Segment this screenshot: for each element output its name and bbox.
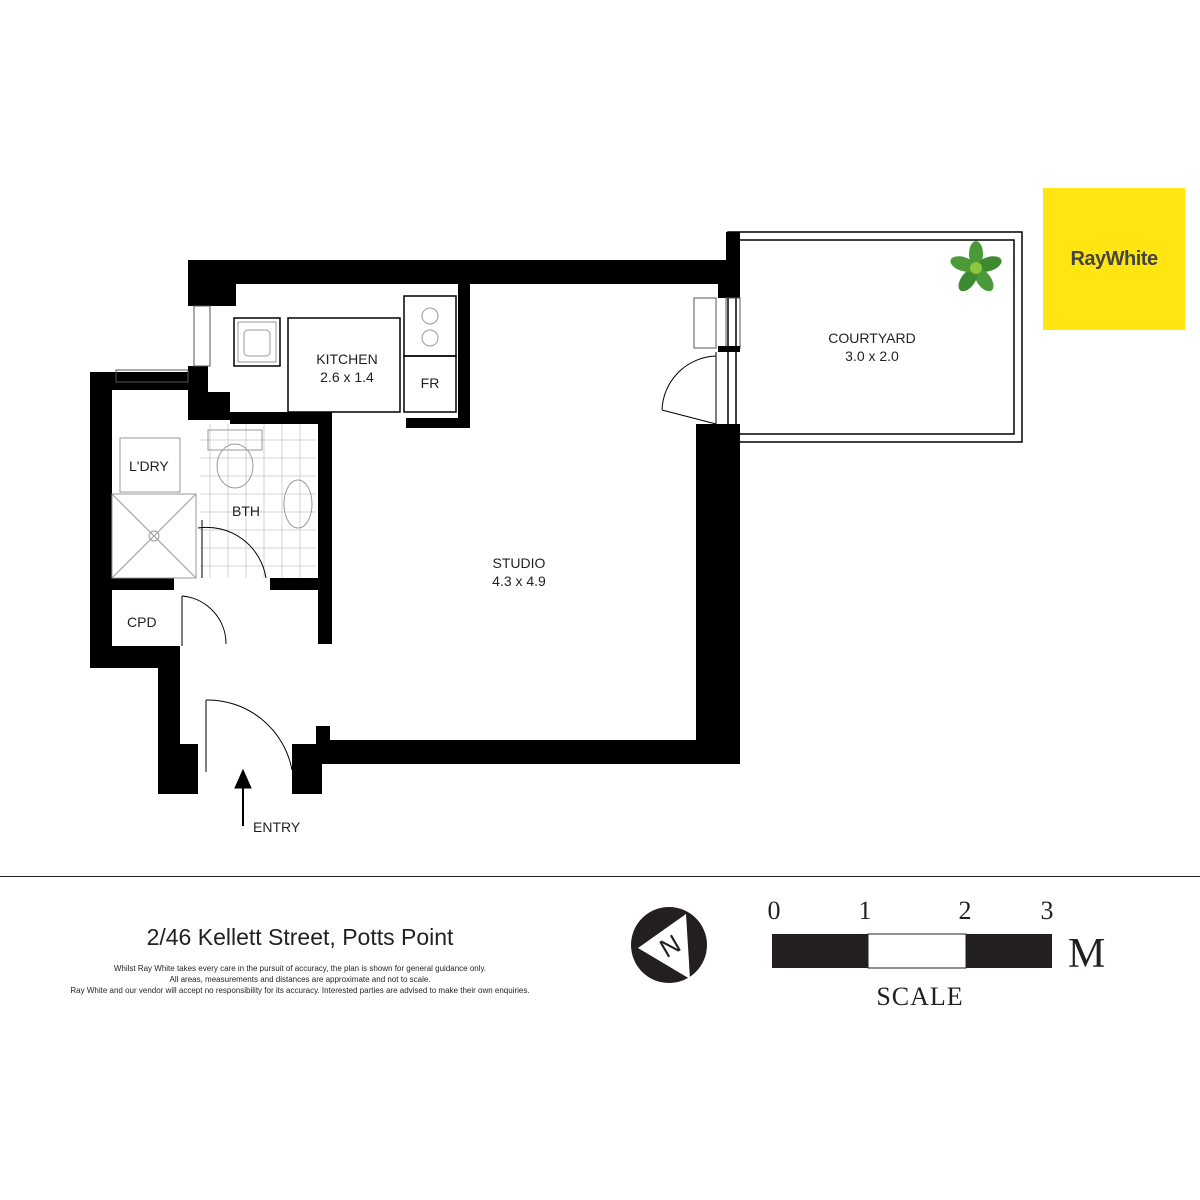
room-name: BTH (232, 503, 260, 519)
toilet-icon (216, 443, 254, 489)
room-name: L'DRY (129, 458, 169, 474)
entry-arrow-icon (234, 768, 252, 826)
room-label-courtyard: COURTYARD 3.0 x 2.0 (812, 329, 932, 365)
footer-divider (0, 876, 1200, 877)
room-dims: 2.6 x 1.4 (320, 369, 374, 385)
room-name: STUDIO (492, 555, 546, 571)
door-jamb (718, 346, 740, 352)
toilet-cistern-icon (207, 429, 263, 451)
plant-icon (950, 241, 1002, 292)
room-label-kitchen: KITCHEN 2.6 x 1.4 (302, 350, 392, 386)
room-label-fridge: FR (404, 374, 456, 392)
doors (181, 352, 717, 772)
compass: N (631, 907, 707, 983)
room-dims: 4.3 x 4.9 (492, 573, 546, 589)
interior-partitions (233, 295, 457, 413)
room-label-studio: STUDIO 4.3 x 4.9 (469, 554, 569, 590)
disclaimer-line-3: Ray White and our vendor will accept no … (70, 986, 530, 995)
room-name: FR (420, 375, 440, 391)
cooktop-icon (421, 307, 439, 325)
room-name: KITCHEN (316, 351, 378, 367)
property-address: 2/46 Kellett Street, Potts Point (146, 924, 454, 950)
scale-tick-2: 2 (958, 896, 972, 925)
room-label-bathroom: BTH (232, 502, 260, 520)
windows (115, 297, 741, 383)
scale-tick-0: 0 (767, 896, 781, 925)
scale-tick-3: 3 (1040, 896, 1054, 925)
north-arrow-icon (638, 914, 690, 979)
bathroom-tiles (200, 424, 316, 578)
room-dims: 3.0 x 2.0 (845, 348, 899, 364)
scale-tick-1: 1 (858, 896, 872, 925)
courtyard-outline (727, 231, 1023, 443)
courtyard-wall-left (726, 232, 740, 292)
entry-label: ENTRY (253, 819, 301, 835)
room-name: COURTYARD (828, 330, 916, 346)
laundry-tub-icon (119, 437, 181, 493)
shower-icon (111, 493, 197, 579)
kitchen-sink-icon (237, 321, 277, 363)
raywhite-logo: RayWhite (1043, 188, 1185, 330)
disclaimer-line-1: Whilst Ray White takes every care in the… (113, 964, 487, 973)
scale-bar (772, 933, 1052, 969)
exterior-walls (90, 260, 740, 794)
room-label-cupboard: CPD (127, 613, 157, 631)
basin-icon (283, 479, 313, 529)
logo-wordmark: RayWhite (1070, 248, 1158, 270)
room-label-laundry: L'DRY (129, 457, 169, 475)
scale-unit: M (1068, 931, 1106, 977)
fixtures (111, 307, 439, 579)
scale-title: SCALE (876, 982, 964, 1011)
room-name: CPD (127, 614, 157, 630)
disclaimer-line-2: All areas, measurements and distances ar… (169, 975, 431, 984)
